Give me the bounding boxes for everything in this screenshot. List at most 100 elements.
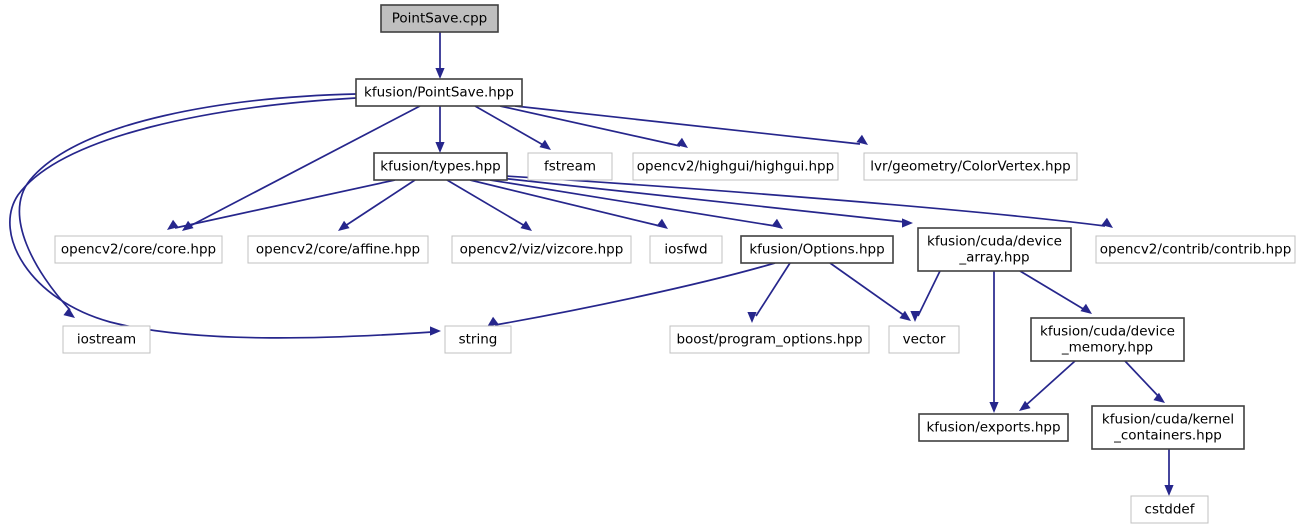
edge-pointsave_hpp-to-iostream: [18, 93, 357, 318]
node-contrib_hpp[interactable]: opencv2/contrib/contrib.hpp: [1095, 235, 1296, 264]
edge-line: [1024, 360, 1076, 407]
edge-line: [494, 262, 776, 326]
edge-types_hpp-to-device_array_hpp: [499, 177, 913, 228]
edge-layer: [9, 32, 1174, 496]
node-box[interactable]: [451, 235, 632, 264]
node-label: opencv2/core/affine.hpp: [256, 242, 420, 258]
node-box[interactable]: [1130, 495, 1209, 524]
edge-arrowhead: [167, 219, 179, 230]
node-box[interactable]: [527, 152, 613, 181]
node-pointsave_hpp[interactable]: kfusion/PointSave.hpp: [355, 78, 523, 107]
edge-line: [1124, 360, 1161, 399]
node-highgui[interactable]: opencv2/highgui/highgui.hpp: [632, 152, 839, 181]
node-box[interactable]: [863, 152, 1078, 181]
node-label: boost/program_options.hpp: [676, 332, 862, 348]
edge-arrowhead: [63, 307, 75, 318]
edge-kernel_containers-to-cstddef: [1164, 449, 1174, 496]
node-vizcore_hpp[interactable]: opencv2/viz/vizcore.hpp: [451, 235, 632, 264]
node-box[interactable]: [649, 235, 723, 264]
node-exports_hpp[interactable]: kfusion/exports.hpp: [918, 413, 1069, 442]
node-options_hpp[interactable]: kfusion/Options.hpp: [740, 235, 894, 264]
edge-arrowhead: [676, 137, 688, 148]
node-kernel_containers[interactable]: kfusion/cuda/kernel_containers.hpp: [1091, 405, 1245, 450]
node-box[interactable]: [1030, 317, 1185, 362]
edge-arrowhead: [487, 316, 499, 327]
node-box[interactable]: [444, 325, 512, 354]
node-iosfwd[interactable]: iosfwd: [649, 235, 723, 264]
node-program_options[interactable]: boost/program_options.hpp: [669, 325, 870, 354]
edge-options_hpp-to-string: [487, 262, 776, 327]
node-label: opencv2/viz/vizcore.hpp: [460, 242, 624, 258]
node-label: fstream: [544, 159, 596, 175]
edge-pointsave_hpp-to-highgui: [499, 105, 688, 148]
node-box[interactable]: [373, 152, 508, 181]
node-label: string: [459, 332, 498, 348]
edge-pointsave_hpp-to-colorvertex: [514, 105, 868, 145]
node-pointsave_cpp[interactable]: PointSave.cpp: [380, 4, 499, 33]
edge-types_hpp-to-contrib_hpp: [504, 175, 1113, 228]
node-string[interactable]: string: [444, 325, 512, 354]
node-fstream[interactable]: fstream: [527, 152, 613, 181]
node-box[interactable]: [917, 227, 1072, 272]
edge-arrowhead: [1153, 392, 1165, 403]
node-label: opencv2/core/core.hpp: [61, 242, 216, 258]
node-box[interactable]: [54, 235, 223, 264]
edge-arrowhead: [1101, 217, 1113, 228]
node-layer: PointSave.cpp kfusion/PointSave.hpp kfusio…: [54, 4, 1296, 524]
node-affine_hpp[interactable]: opencv2/core/affine.hpp: [247, 235, 429, 264]
edge-arrowhead: [747, 312, 757, 323]
node-box[interactable]: [740, 235, 894, 264]
node-box[interactable]: [1095, 235, 1296, 264]
edge-line: [829, 262, 906, 317]
node-box[interactable]: [247, 235, 429, 264]
node-label: lvr/geometry/ColorVertex.hpp: [870, 159, 1070, 175]
node-box[interactable]: [669, 325, 870, 354]
node-label: opencv2/contrib/contrib.hpp: [1100, 242, 1292, 258]
node-label: _containers.hpp: [1113, 428, 1222, 444]
edge-line: [174, 179, 396, 229]
edge-arrowhead: [430, 326, 441, 336]
edge-arrowhead: [989, 402, 999, 413]
edge-arrowhead: [902, 218, 913, 228]
edge-arrowhead: [435, 142, 445, 153]
edge-types_hpp-to-affine_hpp: [338, 179, 416, 231]
edge-types_hpp-to-options_hpp: [489, 179, 783, 229]
node-types_hpp[interactable]: kfusion/types.hpp: [373, 152, 508, 181]
edge-arrowhead: [656, 218, 668, 229]
node-box[interactable]: [380, 4, 499, 33]
node-box[interactable]: [1091, 405, 1245, 450]
node-iostream[interactable]: iostream: [62, 325, 151, 354]
node-box[interactable]: [918, 413, 1069, 442]
node-label: PointSave.cpp: [392, 11, 488, 27]
node-box[interactable]: [62, 325, 151, 354]
node-label: vector: [903, 332, 946, 348]
edge-arrowhead: [1080, 303, 1092, 314]
node-label: kfusion/exports.hpp: [926, 420, 1060, 436]
node-vector[interactable]: vector: [888, 325, 960, 354]
edge-line: [18, 93, 357, 311]
edge-types_hpp-to-core_hpp: [167, 179, 396, 230]
node-label: kfusion/types.hpp: [380, 159, 500, 175]
edge-line: [917, 270, 941, 317]
node-box[interactable]: [888, 325, 960, 354]
node-device_memory_hpp[interactable]: kfusion/cuda/device_memory.hpp: [1030, 317, 1185, 362]
edge-arrowhead: [1164, 485, 1174, 496]
node-label: _memory.hpp: [1061, 340, 1153, 356]
node-colorvertex[interactable]: lvr/geometry/ColorVertex.hpp: [863, 152, 1078, 181]
node-box[interactable]: [355, 78, 523, 107]
edge-line: [469, 179, 661, 227]
edge-pointsave_cpp-to-pointsave_hpp: [435, 32, 445, 79]
edge-device_array_hpp-to-vector: [910, 270, 941, 322]
edge-options_hpp-to-vector: [829, 262, 911, 321]
edge-arrowhead: [435, 68, 445, 79]
node-cstddef[interactable]: cstddef: [1130, 495, 1209, 524]
edge-arrowhead: [1019, 400, 1031, 411]
node-core_hpp[interactable]: opencv2/core/core.hpp: [54, 235, 223, 264]
edge-pointsave_hpp-to-fstream: [474, 105, 551, 150]
node-box[interactable]: [632, 152, 839, 181]
node-device_array_hpp[interactable]: kfusion/cuda/device_array.hpp: [917, 227, 1072, 272]
node-label: kfusion/cuda/device: [1040, 324, 1175, 340]
edge-line: [9, 97, 433, 339]
edge-types_hpp-to-iosfwd: [469, 179, 668, 229]
